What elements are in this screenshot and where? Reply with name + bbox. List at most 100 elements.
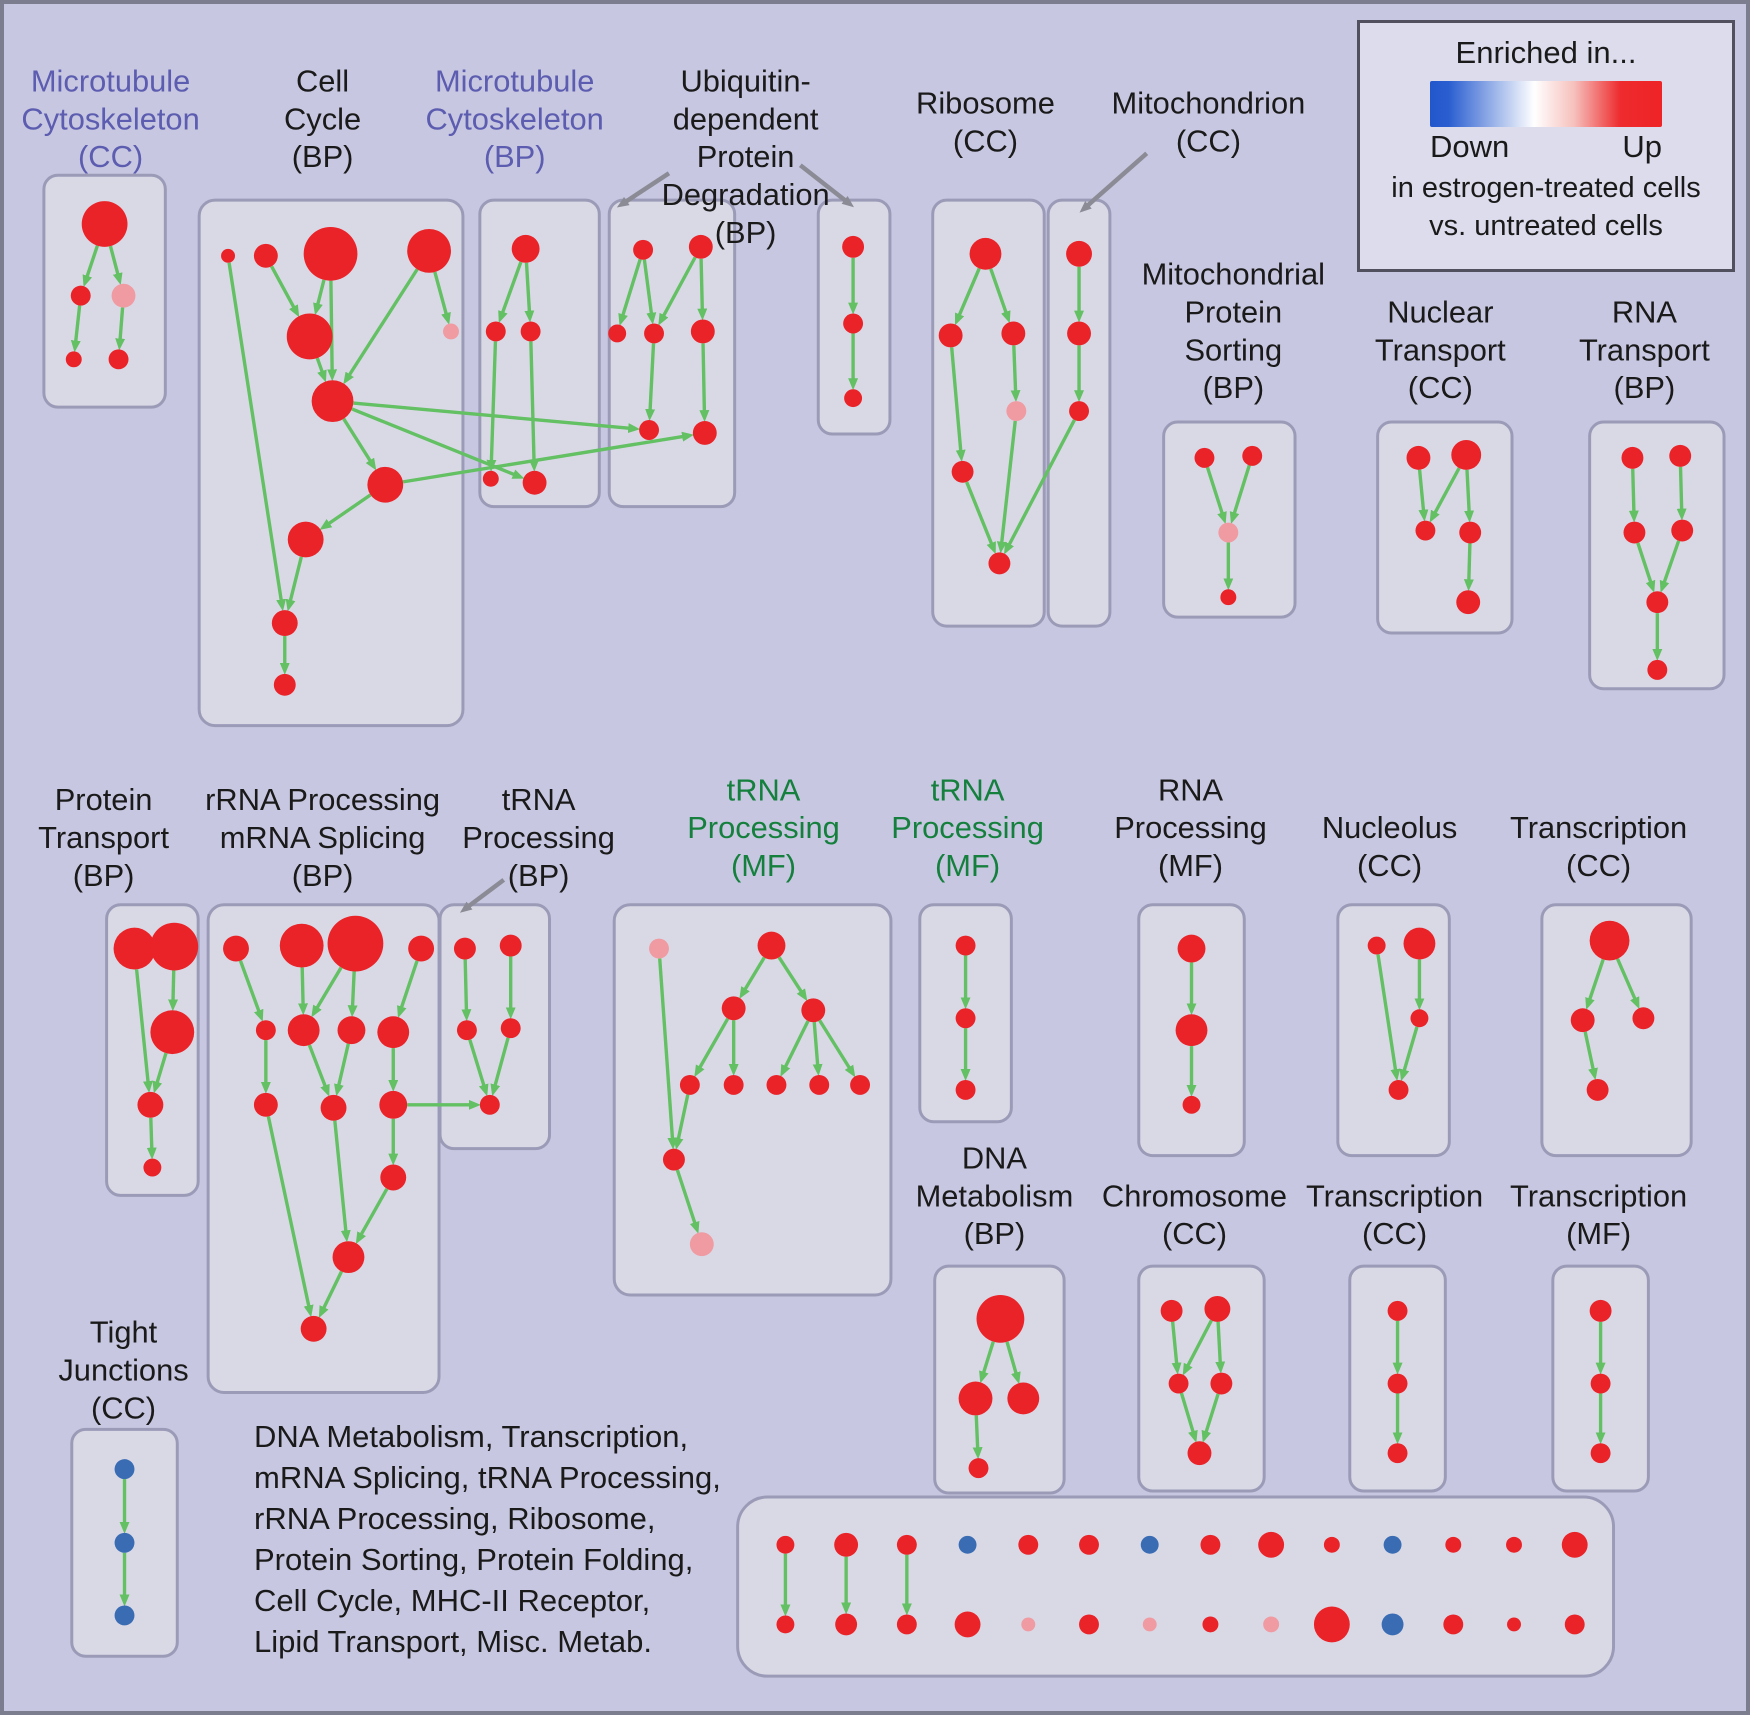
cluster-label-line: Metabolism bbox=[916, 1178, 1074, 1213]
edge-arrow bbox=[777, 956, 808, 1002]
cluster-label-line: Protein bbox=[1184, 295, 1282, 330]
edge-arrow bbox=[270, 265, 300, 318]
cluster-label-line: Transcription bbox=[1510, 1178, 1687, 1213]
cluster-box-ribosome-cc bbox=[931, 198, 1046, 628]
cluster-box-protein-transport-bp bbox=[105, 903, 200, 1197]
go-term-node bbox=[1647, 659, 1668, 680]
go-term-node bbox=[835, 1613, 858, 1636]
go-term-node bbox=[679, 1074, 700, 1095]
cluster-label-line: Transport bbox=[1579, 332, 1710, 367]
edge-arrow bbox=[152, 1052, 168, 1094]
go-term-node bbox=[287, 1014, 320, 1047]
go-term-node bbox=[1204, 1295, 1231, 1322]
go-term-node bbox=[255, 1020, 276, 1041]
go-term-node bbox=[332, 1241, 365, 1274]
go-term-node bbox=[1632, 1007, 1655, 1030]
edge-arrow bbox=[524, 262, 535, 323]
go-term-node bbox=[955, 1008, 976, 1029]
shared-terms-line: Lipid Transport, Misc. Metab. bbox=[254, 1624, 652, 1659]
go-term-node bbox=[114, 1459, 135, 1480]
edge-arrow bbox=[1417, 469, 1429, 522]
go-term-node bbox=[1160, 1299, 1183, 1322]
cluster-box-dna-metabolism-bp bbox=[933, 1264, 1066, 1495]
go-term-node bbox=[639, 420, 660, 440]
go-term-node bbox=[1323, 1536, 1340, 1553]
cluster-label-line: Cell bbox=[296, 64, 349, 99]
edge-arrow bbox=[618, 258, 642, 326]
go-term-node bbox=[1313, 1606, 1350, 1643]
edge-arrow bbox=[1399, 1026, 1419, 1082]
go-term-node bbox=[1621, 446, 1644, 469]
cluster-label-line: RNA bbox=[1158, 772, 1224, 807]
cluster-label-line: Protein bbox=[697, 139, 795, 174]
go-term-node bbox=[65, 351, 82, 368]
go-term-node bbox=[844, 389, 863, 408]
go-term-node bbox=[453, 937, 476, 960]
go-term-node bbox=[1406, 445, 1431, 470]
edge-arrow bbox=[468, 1039, 489, 1097]
go-term-node bbox=[300, 1315, 327, 1342]
cluster-box-nuclear-transport-cc bbox=[1376, 420, 1514, 635]
go-term-node bbox=[113, 927, 156, 970]
edge-arrow bbox=[343, 268, 419, 385]
edge-arrow bbox=[307, 1044, 330, 1097]
go-term-node bbox=[1589, 1299, 1612, 1322]
go-term-node bbox=[1177, 934, 1206, 963]
go-term-node bbox=[456, 1020, 477, 1041]
shared-terms-line: Protein Sorting, Protein Folding, bbox=[254, 1542, 694, 1577]
go-term-node bbox=[662, 1148, 685, 1171]
go-term-node bbox=[1194, 447, 1215, 468]
go-term-node bbox=[377, 1016, 410, 1049]
go-term-node bbox=[143, 1158, 162, 1177]
edge-arrow bbox=[1376, 954, 1401, 1082]
edge-arrow bbox=[658, 256, 697, 326]
edge-arrow bbox=[675, 1169, 700, 1234]
go-term-node bbox=[407, 228, 451, 273]
go-term-node bbox=[843, 313, 864, 334]
cluster-box-trna-processing-bp bbox=[438, 903, 552, 1151]
legend-down-label: Down bbox=[1430, 129, 1510, 164]
go-term-node bbox=[723, 1074, 744, 1095]
nodes-layer bbox=[65, 201, 1694, 1643]
edge-arrow bbox=[1659, 540, 1681, 593]
edge-arrow bbox=[642, 259, 657, 325]
go-term-node bbox=[1182, 1095, 1201, 1114]
edge-arrow bbox=[1429, 467, 1461, 523]
edge-arrow bbox=[1585, 958, 1605, 1010]
edge-arrow bbox=[972, 1415, 983, 1460]
go-term-node bbox=[969, 237, 1002, 270]
go-term-node bbox=[896, 1534, 917, 1555]
edge-arrow bbox=[1636, 542, 1656, 593]
edge-arrow bbox=[313, 279, 326, 316]
go-term-node bbox=[1367, 936, 1386, 955]
go-term-node bbox=[111, 283, 136, 308]
cluster-label-line: (CC) bbox=[78, 139, 143, 174]
go-term-node bbox=[443, 323, 459, 340]
go-term-node bbox=[644, 323, 664, 344]
cluster-label-line: (CC) bbox=[1162, 1216, 1227, 1251]
go-term-node bbox=[1671, 519, 1694, 542]
network-canvas: MicrotubuleCytoskeleton(CC)CellCycle(BP)… bbox=[21, 64, 1726, 1678]
shared-terms-text-block: DNA Metabolism, Transcription, mRNA Spli… bbox=[254, 1416, 721, 1662]
go-term-node bbox=[951, 460, 974, 483]
label-pointer-arrow bbox=[459, 878, 506, 913]
legend-axis-labels: Down Up bbox=[1430, 129, 1662, 165]
go-term-node bbox=[137, 1091, 164, 1118]
go-term-node bbox=[842, 235, 865, 258]
edge-arrow bbox=[355, 1187, 389, 1245]
edge-arrow bbox=[780, 1020, 810, 1077]
edge-arrow bbox=[1005, 1341, 1021, 1385]
edge-arrow bbox=[1583, 1031, 1598, 1081]
go-term-node bbox=[608, 324, 627, 343]
edge-arrow bbox=[954, 267, 981, 326]
go-term-node bbox=[1456, 590, 1481, 615]
cluster-label-line: tRNA bbox=[502, 782, 576, 817]
cluster-label-line: (MF) bbox=[731, 848, 796, 883]
cluster-label-line: (MF) bbox=[935, 848, 1000, 883]
go-term-node bbox=[1383, 1535, 1402, 1554]
edge-arrow bbox=[1615, 958, 1640, 1010]
cluster-label-line: dependent bbox=[673, 101, 819, 136]
cluster-label-line: (BP) bbox=[1614, 370, 1676, 405]
cluster-box-mitochondrial-protein-sorting-bp bbox=[1162, 420, 1297, 619]
